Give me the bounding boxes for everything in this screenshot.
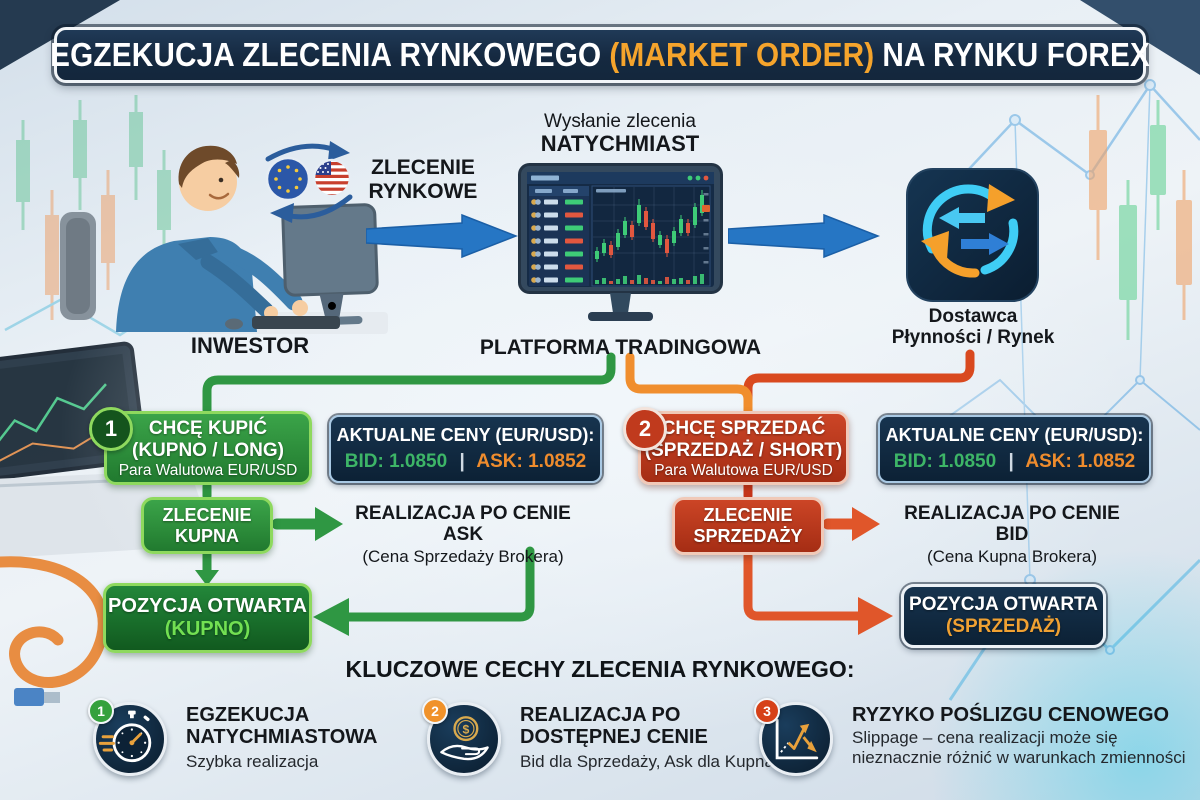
feature-1-badge: 1	[88, 698, 114, 724]
title-banner: EGZEKUCJA ZLECENIA RYNKOWEGO (MARKET ORD…	[50, 27, 1150, 83]
feature-1-text: EGZEKUCJA NATYCHMIASTOWA Szybka realizac…	[186, 704, 378, 771]
platform-to-provider-arrow	[728, 213, 880, 259]
investor-label: INWESTOR	[190, 333, 310, 358]
feature-3-text: RYZYKO POŚLIZGU CENOWEGO Slippage – cena…	[852, 704, 1186, 768]
title-suffix: NA RYNKU FOREX	[882, 36, 1150, 73]
feature-instant-execution: 1 EGZEKUCJA NATYCHMIASTOWA Szybka realiz…	[88, 698, 378, 780]
sell-order-box: ZLECENIE SPRZEDAŻY	[672, 497, 824, 555]
buy-position-box: POZYCJA OTWARTA (KUPNO)	[103, 583, 312, 653]
sell-intent-box: CHCĘ SPRZEDAĆ (SPRZEDAŻ / SHORT) Para Wa…	[638, 411, 849, 485]
eu-flag-icon	[265, 156, 311, 202]
buy-intent-box: CHCĘ KUPIĆ (KUPNO / LONG) Para Walutowa …	[104, 411, 312, 485]
liquidity-provider-icon	[906, 168, 1039, 302]
liquidity-provider-label: Dostawca Płynności / Rynek	[891, 306, 1055, 349]
trading-platform-illustration	[518, 163, 723, 321]
currency-swap-icon	[265, 141, 353, 223]
title-highlight: (MARKET ORDER)	[609, 36, 875, 73]
sell-execution-label: REALIZACJA PO CENIE BID (Cena Kupna Brok…	[904, 503, 1120, 566]
ask-value: ASK: 1.0852	[1025, 451, 1136, 472]
buy-order-box: ZLECENIE KUPNA	[141, 497, 273, 554]
platform-label: PLATFORMA TRADINGOWA	[479, 336, 762, 359]
us-flag-icon	[312, 158, 352, 198]
feature-2-badge: 2	[422, 698, 448, 724]
feature-available-price: $ 2 REALIZACJA PO DOSTĘPNEJ CENIE Bid dl…	[422, 698, 774, 780]
send-order-label: Wysłanie zlecenia NATYCHMIAST	[540, 111, 700, 157]
order-flow-arrow	[366, 213, 518, 259]
feature-3-badge: 3	[754, 698, 780, 724]
buy-step-number: 1	[89, 407, 133, 451]
bid-value: BID: 1.0850	[893, 451, 997, 472]
sell-position-box: POZYCJA OTWARTA (SPRZEDAŻ)	[901, 584, 1106, 648]
feature-slippage-risk: 3 RYZYKO POŚLIZGU CENOWEGO Slippage – ce…	[754, 698, 1186, 780]
sell-prices-box: AKTUALNE CENY (EUR/USD): BID: 1.0850 | A…	[878, 415, 1151, 483]
buy-prices-box: AKTUALNE CENY (EUR/USD): BID: 1.0850 | A…	[329, 415, 602, 483]
dollar-symbol: $	[462, 722, 469, 736]
bid-value: BID: 1.0850	[344, 451, 448, 472]
price-separator: |	[1008, 451, 1014, 472]
price-separator: |	[459, 451, 465, 472]
market-order-label: ZLECENIE RYNKOWE	[368, 156, 478, 203]
title-prefix: EGZEKUCJA ZLECENIA RYNKOWEGO	[50, 36, 602, 73]
page-title: EGZEKUCJA ZLECENIA RYNKOWEGO (MARKET ORD…	[50, 36, 1150, 74]
investor-illustration	[60, 145, 388, 334]
buy-execution-label: REALIZACJA PO CENIE ASK (Cena Sprzedaży …	[355, 503, 571, 566]
features-heading: KLUCZOWE CECHY ZLECENIA RYNKOWEGO:	[345, 656, 855, 682]
ask-value: ASK: 1.0852	[476, 451, 587, 472]
feature-2-text: REALIZACJA PO DOSTĘPNEJ CENIE Bid dla Sp…	[520, 704, 774, 771]
sell-step-number: 2	[623, 407, 667, 451]
